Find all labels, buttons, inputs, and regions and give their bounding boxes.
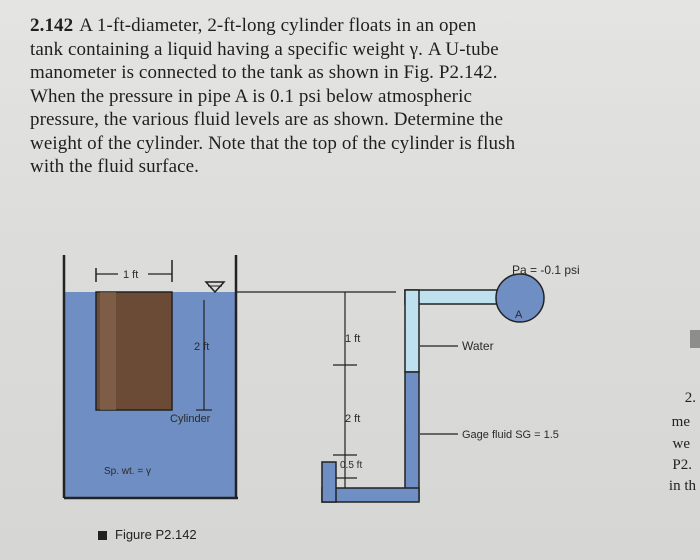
figure-caption: Figure P2.142 [98, 527, 197, 542]
gage-fluid-label: Gage fluid SG = 1.5 [462, 429, 559, 441]
manometer-right-leg-gage [404, 371, 420, 501]
dim-2ft-right: 2 ft [345, 413, 360, 425]
dim-1ft-right: 1 ft [345, 333, 360, 345]
dim-05ft: 0.5 ft [340, 460, 362, 471]
figure-p2-142: 1 ft 2 ft Cylinder Sp. wt. = γ 1 ft 2 ft… [62, 255, 700, 503]
problem-line-2: tank containing a liquid having a specif… [30, 38, 499, 60]
manometer-right-leg-water [404, 289, 420, 373]
side-text-1: 2. [684, 390, 696, 406]
cylinder-label: Cylinder [170, 413, 211, 425]
problem-line-5: pressure, the various fluid levels are a… [30, 109, 504, 130]
side-text-5: in th [668, 478, 696, 494]
water-label: Water [462, 339, 494, 353]
problem-line-3: manometer is connected to the tank as sh… [30, 62, 498, 83]
caption-bullet-icon [98, 531, 107, 541]
problem-line-7: with the fluid surface. [30, 156, 200, 177]
dim-1ft-top: 1 ft [123, 269, 138, 281]
problem-line-6: weight of the cylinder. Note that the to… [30, 132, 516, 154]
dim-2ft-cylinder: 2 ft [194, 341, 209, 353]
problem-number: 2.142 [30, 15, 74, 36]
pipe-a-label: A [515, 309, 523, 321]
cylinder-highlight [100, 292, 116, 410]
side-text-2: me [671, 414, 690, 430]
side-text-4: P2. [672, 457, 692, 473]
side-text-3: we [672, 436, 691, 452]
side-tab [690, 330, 700, 348]
free-surface-marker-icon [204, 281, 226, 294]
specific-weight-label: Sp. wt. = γ [104, 466, 151, 477]
pipe-a [495, 273, 545, 323]
manometer-left-leg [321, 461, 337, 503]
pressure-label: Pa = -0.1 psi [512, 263, 580, 277]
problem-line-4: When the pressure in pipe A is 0.1 psi b… [30, 85, 472, 107]
